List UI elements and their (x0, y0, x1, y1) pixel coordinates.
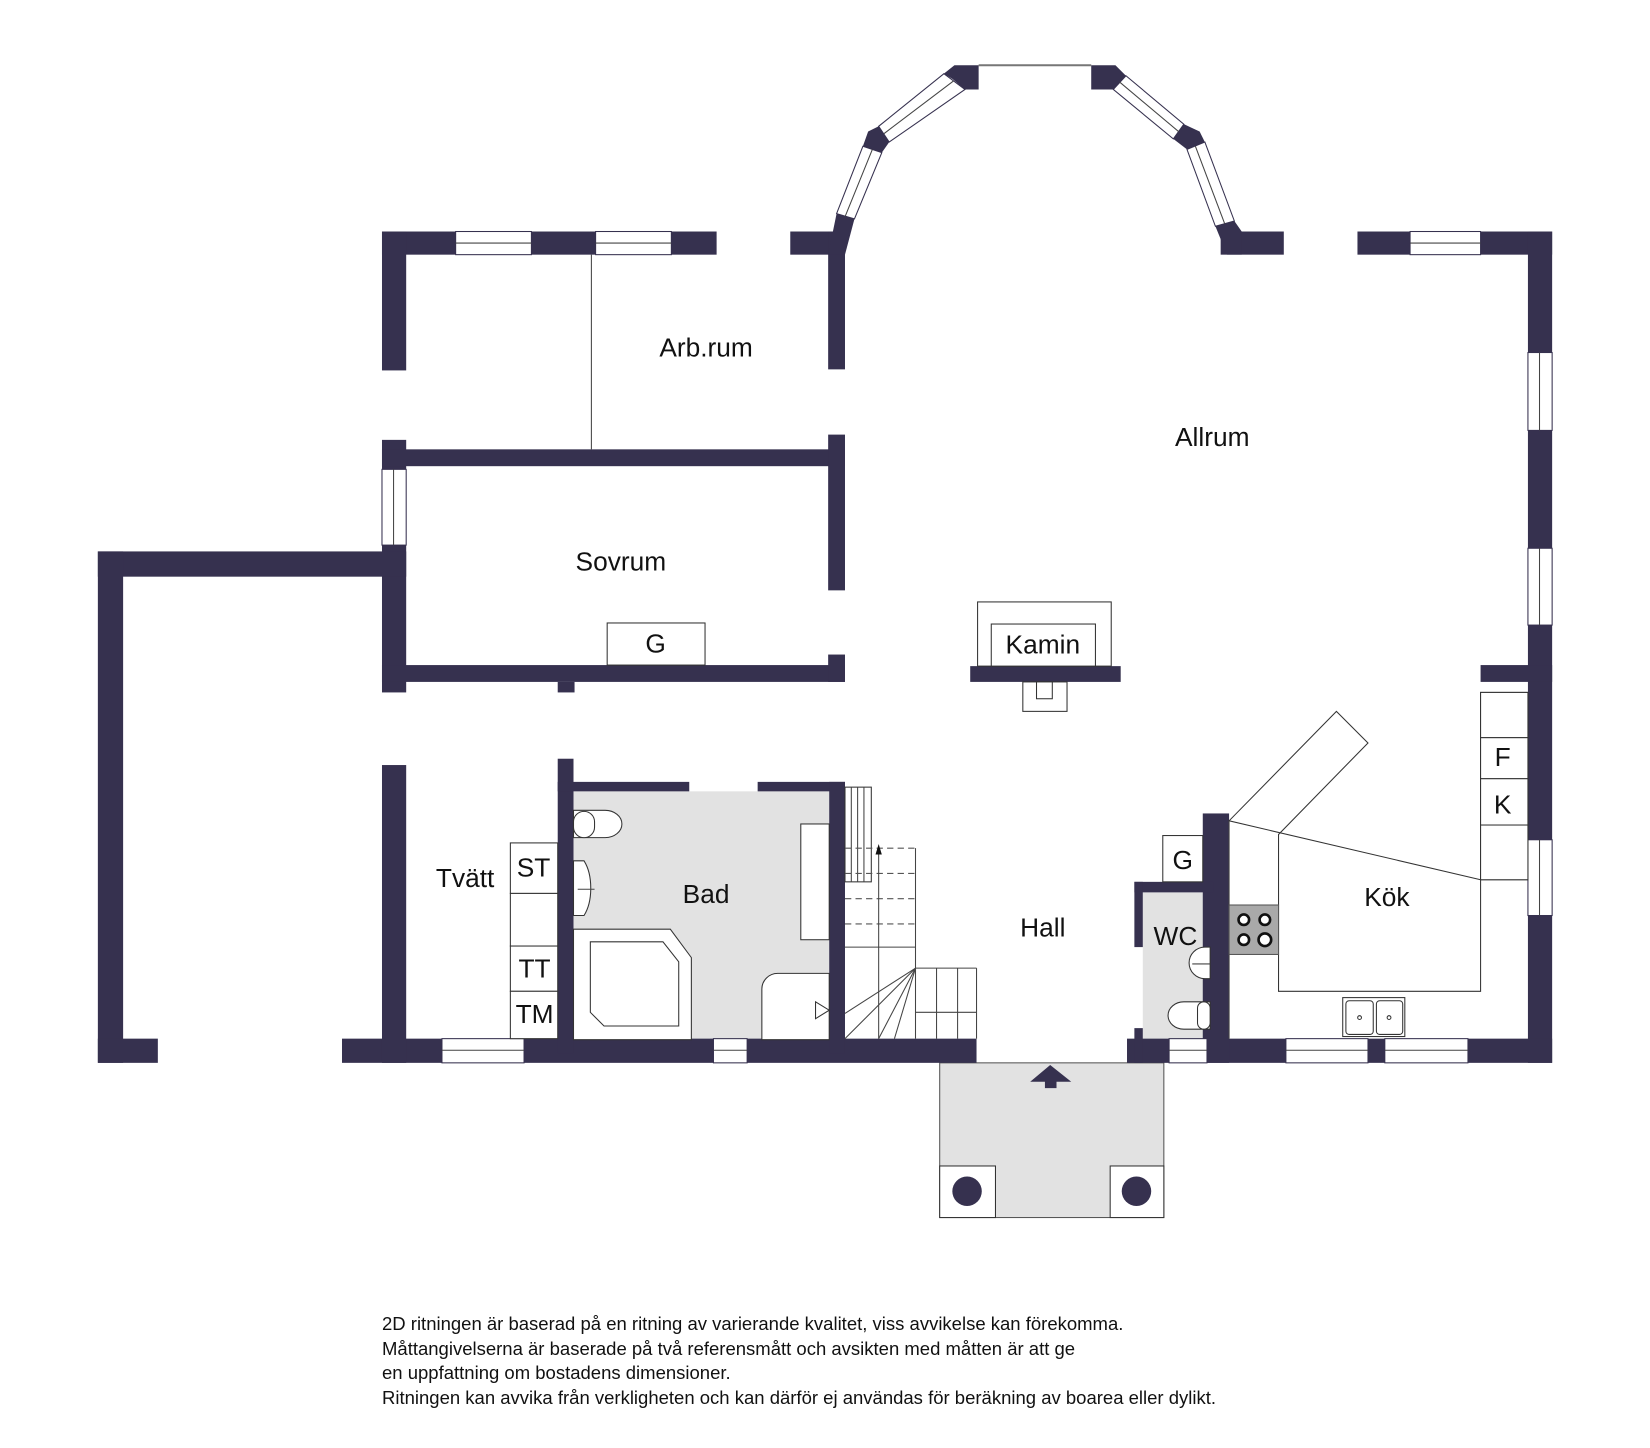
disclaimer-line: Ritningen kan avvika från verkligheten o… (382, 1386, 1217, 1408)
sink-icon (1342, 997, 1406, 1038)
label-bad: Bad (683, 879, 730, 909)
label-drying-cabinet: ST (517, 853, 551, 883)
label-tumble-dryer: TT (518, 954, 550, 984)
label-hall: Hall (1020, 913, 1065, 943)
label-wardrobe-hall: G (1173, 845, 1193, 875)
wc-sink-icon (1188, 946, 1211, 980)
wardrobe-hall (1162, 835, 1204, 883)
label-kok: Kök (1364, 882, 1410, 912)
entrance-arrow-icon (1030, 1064, 1072, 1089)
fireplace (977, 601, 1112, 712)
label-sovrum: Sovrum (576, 546, 667, 576)
pillar-icon (1121, 1176, 1152, 1206)
disclaimer: 2D ritningen är baserad på en ritning av… (382, 1312, 1216, 1410)
label-kamin: Kamin (1006, 629, 1081, 659)
label-freezer: K (1494, 789, 1512, 819)
disclaimer-line: 2D ritningen är baserad på en ritning av… (382, 1313, 1124, 1334)
laundry-appliances (509, 842, 559, 1040)
bay-window (828, 64, 1242, 255)
wardrobe-sovrum (606, 622, 706, 666)
label-wc: WC (1154, 921, 1198, 951)
windows (381, 230, 1553, 1064)
toilet-icon (1167, 1001, 1211, 1030)
entrance-porch (939, 1064, 1165, 1219)
disclaimer-line: en uppfattning om bostadens dimensioner. (382, 1362, 731, 1383)
bathroom-fixtures (572, 809, 831, 1041)
label-fridge: F (1495, 742, 1511, 772)
disclaimer-line: Måttangivelserna är baserade på två refe… (382, 1337, 1076, 1359)
kitchen-counters (1228, 691, 1529, 1039)
pillar-icon (952, 1176, 982, 1206)
room-labels: Arb.rum Allrum Sovrum G Kamin F K G Tvät… (436, 333, 1512, 1029)
label-allrum: Allrum (1175, 422, 1250, 452)
staircase-icon (844, 786, 978, 1040)
label-wardrobe-sovrum: G (645, 628, 665, 658)
label-tvatt: Tvätt (436, 863, 495, 893)
label-washing-machine: TM (516, 999, 554, 1029)
label-arb-rum: Arb.rum (659, 333, 753, 363)
stove-icon (1228, 904, 1280, 955)
